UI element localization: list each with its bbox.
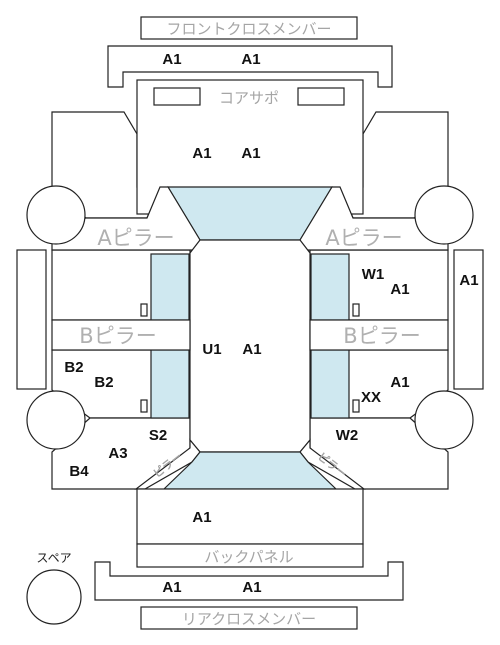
grade-right-front-door-b: A1	[390, 281, 409, 298]
tire-front-right	[414, 185, 474, 245]
a-pillar-left-label: Aピラー	[97, 226, 174, 250]
b-pillar-right-label: Bピラー	[343, 324, 420, 348]
left-rocker-panel	[16, 249, 47, 390]
tire-rear-right	[414, 390, 474, 450]
grade-right-front-door-a: W1	[362, 266, 385, 283]
core-support-left-box	[153, 87, 201, 106]
tire-front-left	[26, 185, 86, 245]
grade-hood-right: A1	[241, 145, 260, 162]
grade-right-outer: A1	[459, 272, 478, 289]
front-bumper	[107, 45, 393, 88]
right-front-handle	[352, 303, 360, 317]
grade-trunk: A1	[192, 509, 211, 526]
grade-right-quarter-code: W2	[336, 427, 359, 444]
grade-left-quarter-b: B4	[69, 463, 89, 480]
grade-rear-cross-left: A1	[162, 579, 181, 596]
grade-rear-cross-right: A1	[242, 579, 261, 596]
grade-roof-left: U1	[202, 341, 221, 358]
back-panel: バックパネル	[136, 543, 364, 568]
core-support-right-box	[297, 87, 345, 106]
rear-bumper	[94, 561, 404, 601]
b-pillar-left-label: Bピラー	[79, 324, 156, 348]
grade-front-cross-right: A1	[241, 51, 260, 68]
a-pillar-right-label: Aピラー	[325, 226, 402, 250]
grade-right-rear-door-b: XX	[361, 389, 381, 406]
grade-left-rear-door-b: B2	[94, 374, 113, 391]
back-panel-label: バックパネル	[204, 548, 293, 566]
right-rocker-panel	[453, 249, 484, 390]
grade-left-quarter: A3	[108, 445, 127, 462]
left-rear-window	[150, 349, 190, 419]
grade-front-cross-left: A1	[162, 51, 181, 68]
rear-cross-member: リアクロスメンバー	[140, 606, 358, 630]
right-front-window	[310, 253, 350, 321]
front-cross-member: フロントクロスメンバー	[140, 16, 358, 40]
front-cross-member-label: フロントクロスメンバー	[166, 20, 331, 38]
grade-roof-right: A1	[242, 341, 261, 358]
tire-rear-left	[26, 390, 86, 450]
left-rear-handle	[140, 399, 148, 413]
grade-hood-left: A1	[192, 145, 211, 162]
rear-cross-member-label: リアクロスメンバー	[182, 610, 316, 628]
b-pillar-right: Bピラー	[309, 319, 449, 351]
left-front-handle	[140, 303, 148, 317]
grade-left-rear-door-a: B2	[64, 359, 83, 376]
spare-label: スペア	[36, 551, 71, 565]
spare-tire	[26, 569, 82, 625]
b-pillar-left: Bピラー	[51, 319, 191, 351]
left-front-window	[150, 253, 190, 321]
right-rear-handle	[352, 399, 360, 413]
grade-left-quarter-code: S2	[149, 427, 167, 444]
core-support-label: コアサポ	[219, 89, 279, 107]
trunk	[136, 488, 364, 545]
grade-right-rear-door-a: A1	[390, 374, 409, 391]
right-rear-window	[310, 349, 350, 419]
a-pillar-left: Aピラー	[51, 186, 201, 251]
